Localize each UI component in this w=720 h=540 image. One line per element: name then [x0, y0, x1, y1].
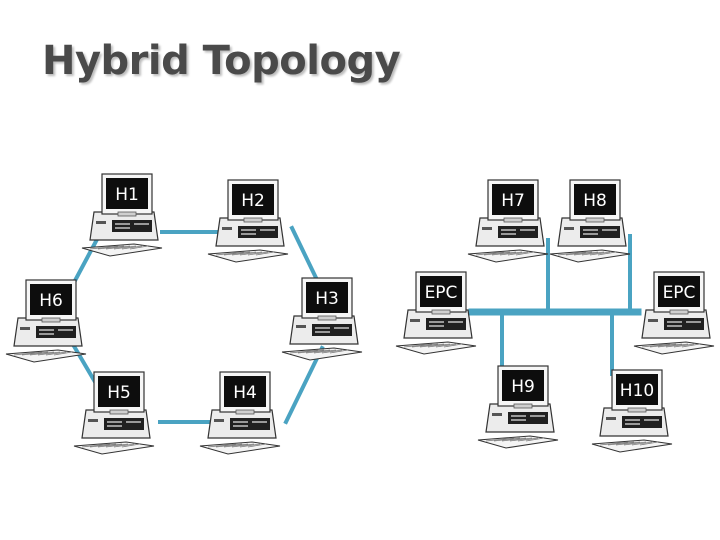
pc-computer-icon — [477, 365, 559, 449]
bus-links — [468, 234, 642, 376]
computer-node-h7: H7 — [467, 179, 549, 263]
node-label-h8: H8 — [583, 191, 607, 211]
pc-computer-icon — [591, 369, 673, 453]
node-label-h2: H2 — [241, 191, 265, 211]
computer-node-h2: H2 — [207, 179, 289, 263]
pc-computer-icon — [199, 371, 281, 455]
pc-computer-icon — [281, 277, 363, 361]
computer-node-epc1: EPC — [395, 271, 477, 355]
node-label-h1: H1 — [115, 185, 139, 205]
pc-computer-icon — [549, 179, 631, 263]
computer-node-h3: H3 — [281, 277, 363, 361]
node-label-epc1: EPC — [425, 283, 458, 303]
computer-node-h10: H10 — [591, 369, 673, 453]
computer-node-h9: H9 — [477, 365, 559, 449]
pc-computer-icon — [395, 271, 477, 355]
node-label-h7: H7 — [501, 191, 525, 211]
computer-node-epc2: EPC — [633, 271, 715, 355]
link-h3-h4 — [283, 345, 325, 425]
node-label-h3: H3 — [315, 289, 339, 309]
link-h2-h3 — [289, 225, 321, 285]
pc-computer-icon — [5, 279, 87, 363]
node-label-h9: H9 — [511, 377, 535, 397]
node-label-h5: H5 — [107, 383, 131, 403]
page-title: Hybrid Topology — [42, 38, 401, 84]
pc-computer-icon — [73, 371, 155, 455]
computer-node-h8: H8 — [549, 179, 631, 263]
computer-node-h5: H5 — [73, 371, 155, 455]
pc-computer-icon — [207, 179, 289, 263]
pc-computer-icon — [467, 179, 549, 263]
computer-node-h1: H1 — [81, 173, 163, 257]
computer-node-h6: H6 — [5, 279, 87, 363]
pc-computer-icon — [633, 271, 715, 355]
node-label-h6: H6 — [39, 291, 63, 311]
node-label-h10: H10 — [620, 381, 654, 401]
computer-node-h4: H4 — [199, 371, 281, 455]
node-label-epc2: EPC — [663, 283, 696, 303]
pc-computer-icon — [81, 173, 163, 257]
node-label-h4: H4 — [233, 383, 257, 403]
